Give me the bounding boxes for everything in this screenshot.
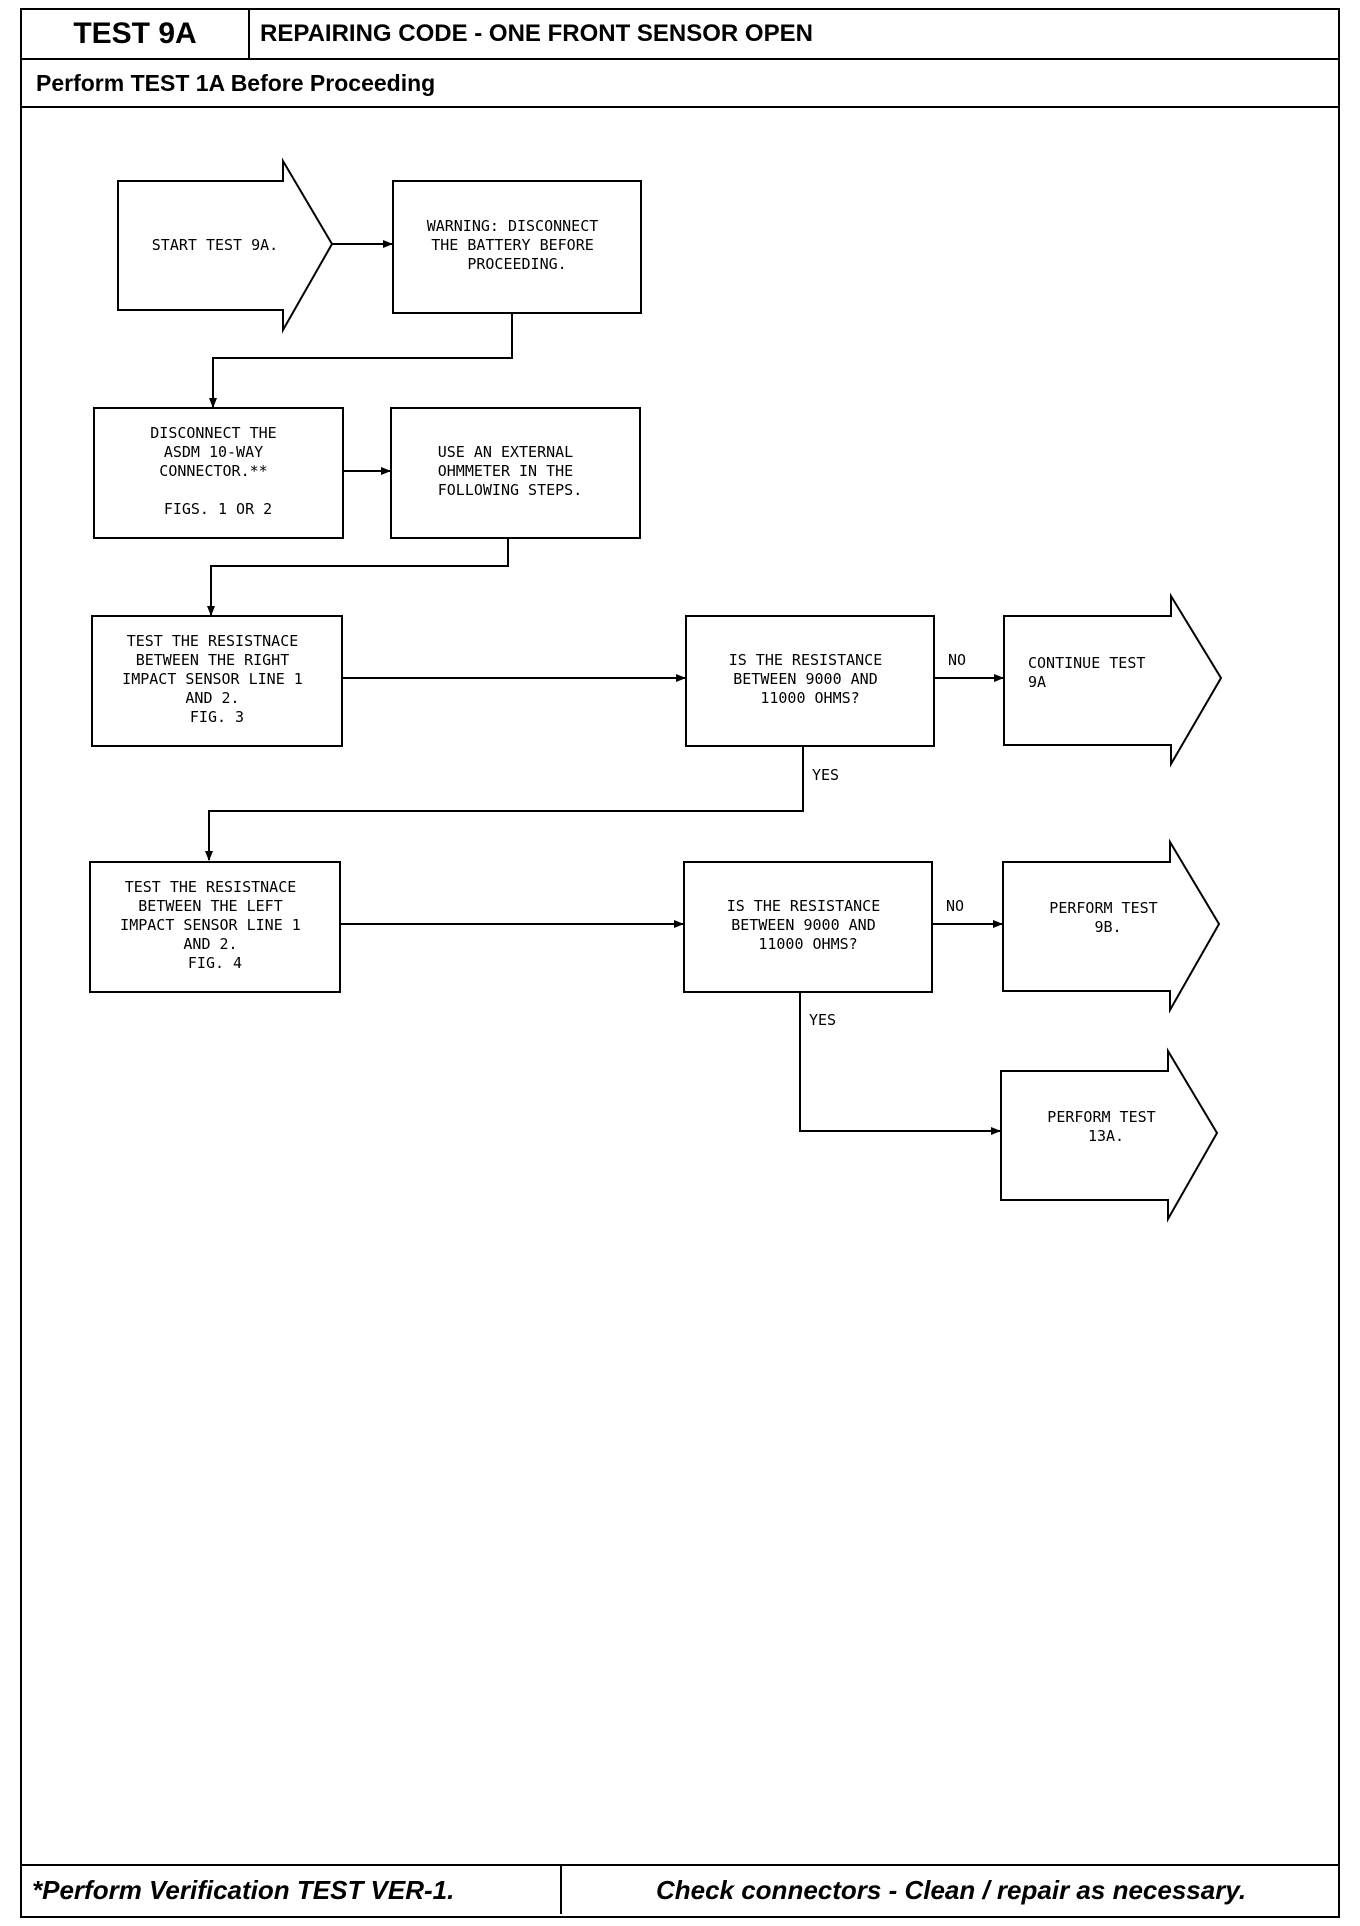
test-right-label: TEST THE RESISTNACE BETWEEN THE RIGHT IM…	[122, 632, 312, 726]
warning-box	[392, 180, 642, 314]
question-left-box	[683, 861, 933, 993]
perform-13a-label: PERFORM TEST 13A.	[1047, 1108, 1164, 1145]
no-label-left: NO	[946, 897, 964, 915]
no-label-right: NO	[948, 651, 966, 669]
test-left-box	[89, 861, 341, 993]
yes-label-right: YES	[812, 766, 839, 784]
disconnect-label: DISCONNECT THE ASDM 10-WAY CONNECTOR.** …	[150, 424, 285, 518]
perform-9b-label: PERFORM TEST 9B.	[1049, 899, 1166, 936]
question-left-label: IS THE RESISTANCE BETWEEN 9000 AND 11000…	[727, 897, 890, 953]
procedure-page: TEST 9A REPAIRING CODE - ONE FRONT SENSO…	[20, 8, 1340, 1918]
edge-question-right-yes	[205, 745, 804, 861]
footer: *Perform Verification TEST VER-1. Check …	[22, 1864, 1338, 1916]
edge-question-left-yes	[799, 991, 1001, 1135]
disconnect-box	[93, 407, 344, 539]
test-left-label: TEST THE RESISTNACE BETWEEN THE LEFT IMP…	[120, 878, 310, 972]
connectors-note: Check connectors - Clean / repair as nec…	[655, 1874, 1247, 1905]
edge-ohmmeter-to-test-right	[207, 538, 509, 616]
yes-label-left: YES	[809, 1011, 836, 1029]
test-id: TEST 9A	[22, 10, 250, 58]
header-row: TEST 9A REPAIRING CODE - ONE FRONT SENSO…	[22, 10, 1338, 60]
question-right-label: IS THE RESISTANCE BETWEEN 9000 AND 11000…	[729, 651, 892, 707]
continue-9a-label: CONTINUE TEST 9A	[1028, 654, 1154, 691]
test-title: REPAIRING CODE - ONE FRONT SENSOR OPEN	[260, 20, 813, 47]
verification-note: *Perform Verification TEST VER-1.	[22, 1866, 562, 1914]
ohmmeter-label: USE AN EXTERNAL OHMMETER IN THE FOLLOWIN…	[438, 443, 583, 499]
warning-label: WARNING: DISCONNECT THE BATTERY BEFORE P…	[427, 217, 608, 273]
test-right-box	[91, 615, 343, 747]
start-arrow	[117, 157, 334, 334]
start-label: START TEST 9A.	[152, 236, 278, 254]
prerequisite-note: Perform TEST 1A Before Proceeding	[36, 69, 436, 96]
perform-9b-arrow	[1002, 838, 1221, 1014]
continue-9a-arrow	[1003, 592, 1223, 768]
prerequisite-row: Perform TEST 1A Before Proceeding	[22, 60, 1338, 108]
question-right-box	[685, 615, 935, 747]
perform-13a-arrow	[1000, 1047, 1219, 1223]
edge-warning-to-disconnect	[209, 313, 513, 408]
ohmmeter-box	[390, 407, 641, 539]
